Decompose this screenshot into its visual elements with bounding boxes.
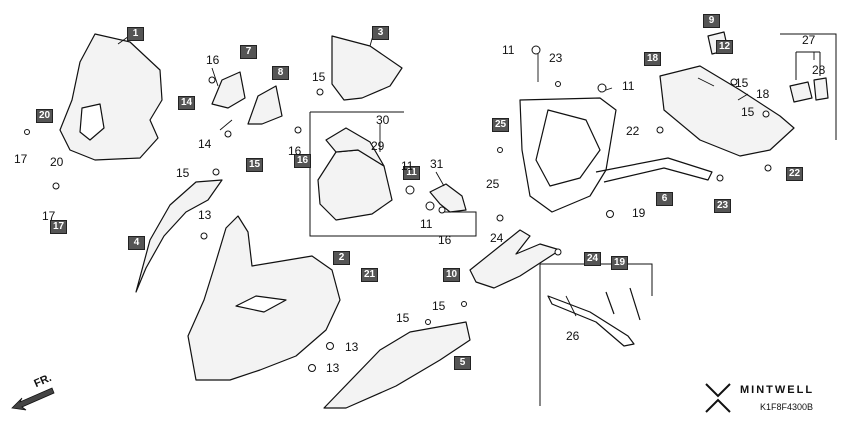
ref-31-bracket: 31 [430,157,444,171]
ref-box-17: 17 [50,220,68,234]
ref-18-trim: 18 [756,87,770,101]
top-cover-part [331,35,403,101]
ref-29-trim: 29 [371,139,385,153]
fairing-stay-part [519,97,617,213]
ref-box-19: 19 [611,256,629,270]
ref-30-panel: 30 [376,113,390,127]
ref-16-bolt-b: 16 [288,144,302,158]
ref-box-15: 15 [246,158,264,172]
ref-23-bolt: 23 [549,51,563,65]
part-28-part [813,77,829,101]
ref-box-16: 16 [294,154,312,168]
ref-box-14: 14 [178,96,196,110]
ref-box-6: 6 [656,192,673,206]
ref-box-10: 10 [443,268,461,282]
brand-name: MINTWELL [740,384,815,396]
ref-box-8: 8 [272,66,289,80]
sub-stay-part [547,287,641,347]
ref-11-clip-b: 11 [420,217,433,231]
ref-box-5: 5 [454,356,471,370]
ref-13-bolt-b: 13 [345,340,359,354]
ref-16-bolt: 16 [206,53,220,67]
inner-trim-part [325,127,385,167]
ref-box-23: 23 [714,199,732,213]
ref-box-18: 18 [644,52,662,66]
ref-box-12: 12 [716,40,734,54]
ref-20-grommet: 20 [50,155,64,169]
diagram-code: K1F8F4300B [760,402,814,412]
ref-13-bolt-c: 13 [326,361,340,375]
ref-box-20: 20 [36,109,54,123]
ref-box-11: 11 [403,166,420,180]
ref-15-screw-f: 15 [741,105,755,119]
ref-25-bolt: 25 [486,177,500,191]
ref-15-screw-d: 15 [396,311,410,325]
ref-box-2: 2 [333,251,350,265]
ref-box-24: 24 [584,252,602,266]
ref-15-screw: 15 [312,70,326,84]
ref-24-nut: 24 [490,231,504,245]
ref-11-clip-a: 11 [401,159,414,173]
ref-box-3: 3 [372,26,389,40]
ref-13-bolt-a: 13 [198,208,212,222]
front-direction-arrow [11,387,55,411]
ref-box-21: 21 [361,268,379,282]
bracket-8-part [247,85,283,125]
ref-26-sub-stay: 26 [566,329,580,343]
ref-19-nut: 19 [632,206,646,220]
bracket-7-part [211,71,246,109]
ref-box-25: 25 [492,118,510,132]
ref-box-9: 9 [703,14,720,28]
ref-15-screw-e: 15 [735,76,749,90]
part-27-part [789,81,813,103]
small-bracket-31-part [429,183,467,213]
mintwell-logo-icon [705,383,731,413]
ref-11-clip-c: 11 [502,43,515,57]
ref-box-22: 22 [786,167,804,181]
lower-cowl-part [323,321,471,409]
ref-11-clip-d: 11 [622,79,635,93]
ref-box-4: 4 [128,236,145,250]
ref-14-nut: 14 [198,137,212,151]
side-cowl-part [135,179,223,293]
lower-bracket-10-part [469,229,561,289]
ref-17-screw-b: 17 [42,209,56,223]
meter-panel-part [659,65,795,157]
ref-16-bolt-c: 16 [438,233,452,247]
ref-17-screw: 17 [14,152,28,166]
ref-27-part: 27 [802,33,816,47]
ref-box-7: 7 [240,45,257,59]
windscreen-part [59,33,163,161]
ref-15-screw-c: 15 [432,299,446,313]
ref-15-screw-b: 15 [176,166,190,180]
ref-22-clip: 22 [626,124,640,138]
ref-box-1: 1 [127,27,144,41]
ref-28-part: 28 [812,63,826,77]
